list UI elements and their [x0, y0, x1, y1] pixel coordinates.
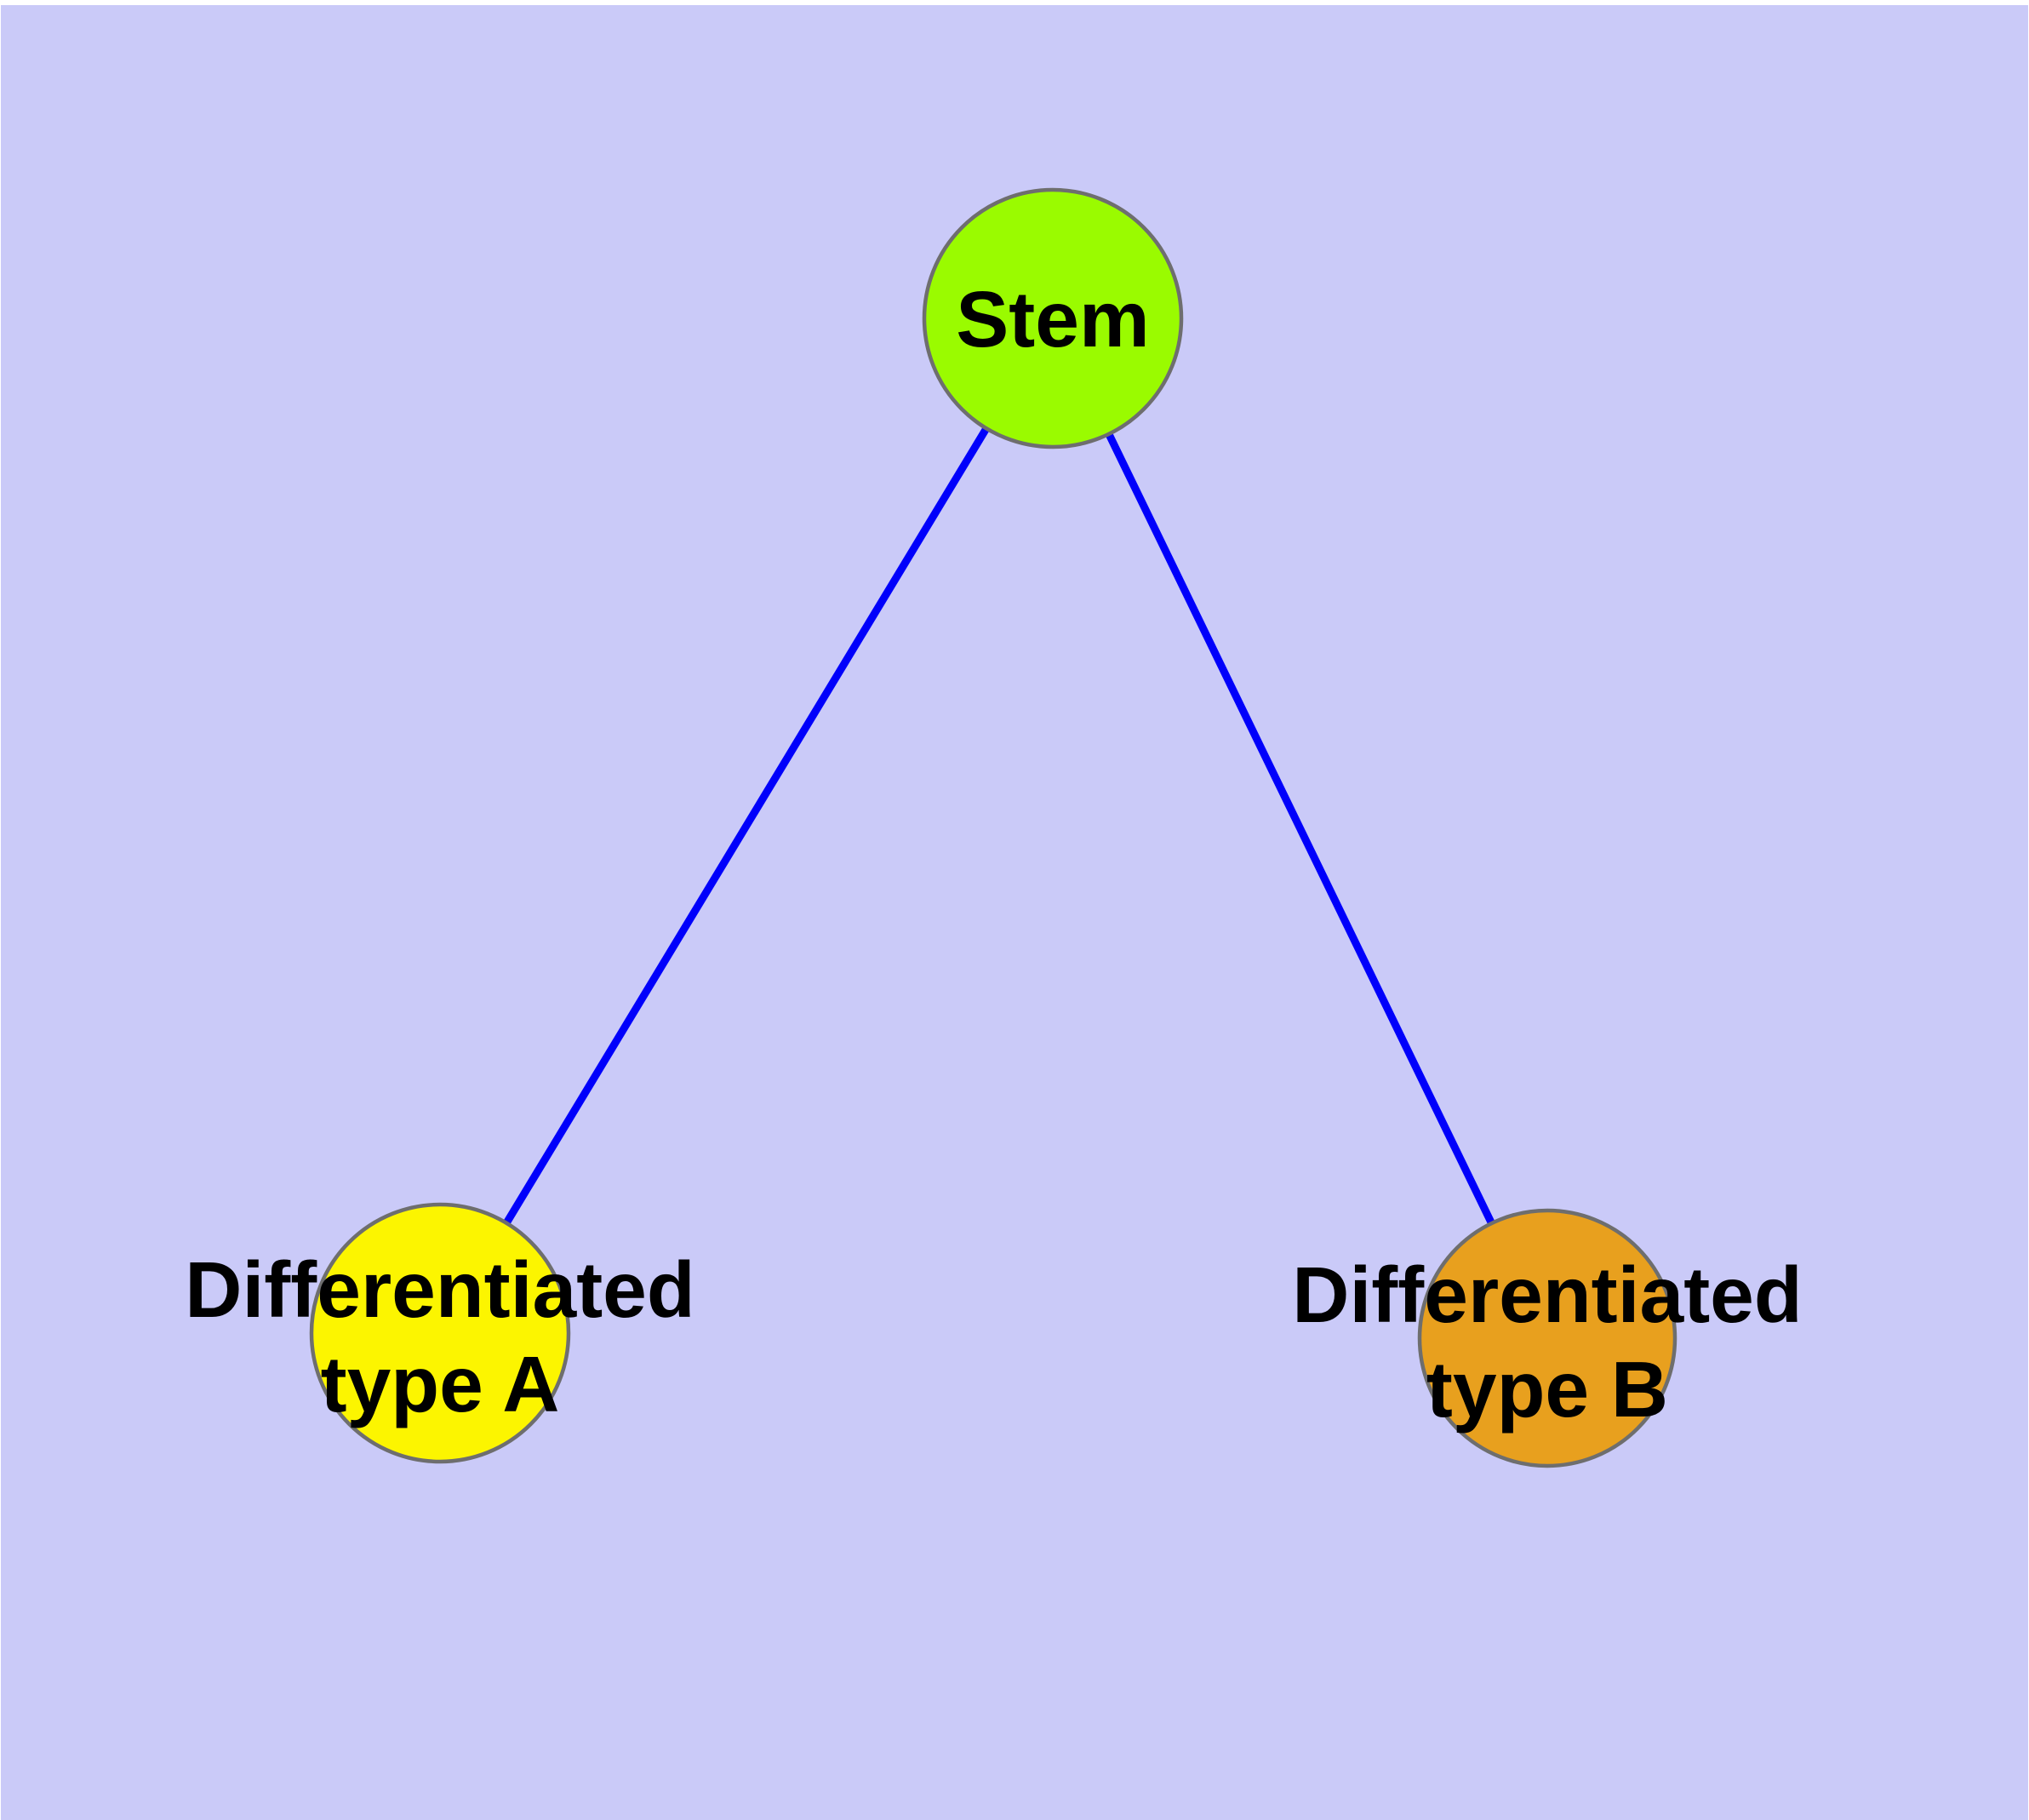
differentiated-type-a-label-line1: Differentiated: [185, 1245, 694, 1334]
differentiated-type-b-node-circle[interactable]: [1417, 1208, 1677, 1468]
node-differentiated-type-a[interactable]: Differentiated type A: [185, 1202, 695, 1464]
edge-stem-to-type-a: [437, 316, 1056, 1336]
differentiated-type-a-label-line2: type A: [321, 1340, 560, 1428]
node-differentiated-type-b[interactable]: Differentiated type B: [1292, 1208, 1803, 1468]
edge-group: [437, 316, 1552, 1340]
node-stem[interactable]: Stem: [922, 187, 1184, 449]
stem-node-label: Stem: [956, 275, 1149, 363]
differentiated-type-a-node-circle[interactable]: [309, 1202, 571, 1464]
stem-node-circle[interactable]: [922, 187, 1184, 449]
differentiated-type-b-label-line1: Differentiated: [1292, 1251, 1802, 1339]
differentiated-type-b-label-line2: type B: [1426, 1345, 1668, 1434]
edge-stem-to-type-b: [1049, 317, 1552, 1340]
